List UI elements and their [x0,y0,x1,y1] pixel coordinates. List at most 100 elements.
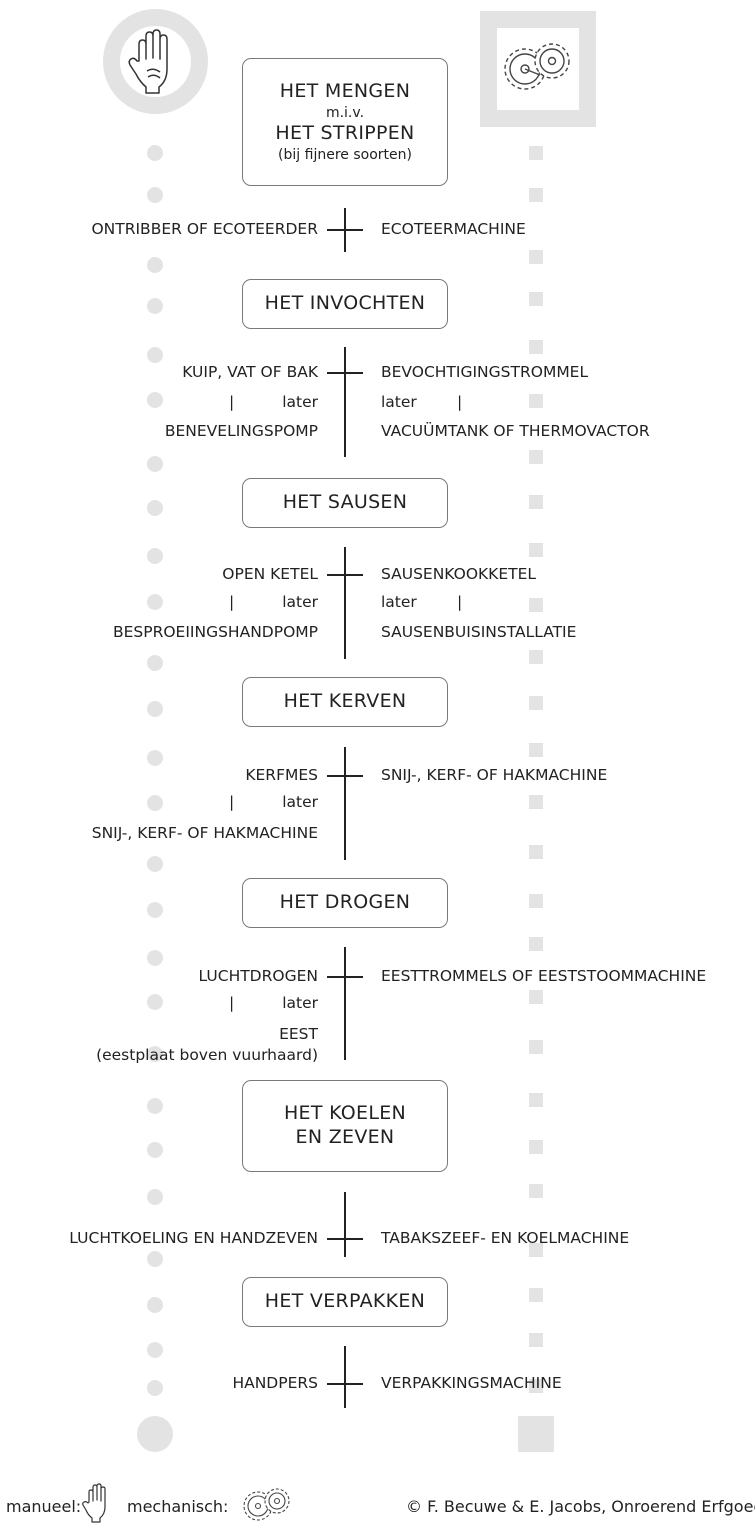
mechanical-column-square [529,845,543,859]
manual-tool-label-later: EEST [279,1025,318,1043]
later-mark: | [457,393,463,411]
stage-title: HET SAUSEN [282,491,408,514]
manual-column-dot [147,1142,163,1158]
stage-subtitle: (bij fijnere soorten) [278,146,412,163]
connector-line [344,347,346,457]
legend-mechanical-icon [238,1484,296,1524]
stage-title: EN ZEVEN [295,1126,395,1148]
legend-manual-label: manueel: [6,1497,82,1516]
later-label: later [282,994,318,1012]
manual-column-dot [147,456,163,472]
mechanical-tool-label-later: SAUSENBUISINSTALLATIE [381,623,577,641]
mechanical-column-square [529,650,543,664]
mechanical-tool-label: EESTTROMMELS OF EESTSTOOMMACHINE [381,967,707,985]
later-mark: | [229,593,235,611]
mechanical-tool-label: SNIJ-, KERF- OF HAKMACHINE [381,766,608,784]
manual-column-dot [147,187,163,203]
mechanical-column-square [529,1040,543,1054]
connector-line [344,1192,346,1257]
manual-column-dot [147,994,163,1010]
manual-column-end-circle [137,1416,173,1452]
stage-title: HET MENGEN [279,80,411,103]
stage-subtitle: m.i.v. [325,104,365,121]
stage-box-cooling: HET KOELEN EN ZEVEN [242,1080,448,1172]
connector-crossbar [327,1238,363,1240]
connector-crossbar [327,976,363,978]
manual-tool-label: ONTRIBBER OF ECOTEERDER [91,220,318,238]
manual-tool-label: LUCHTKOELING EN HANDZEVEN [69,1229,318,1247]
stage-title: HET STRIPPEN [275,122,415,144]
stage-box-packing: HET VERPAKKEN [242,1277,448,1327]
manual-tool-note: (eestplaat boven vuurhaard) [96,1046,318,1064]
mechanical-tool-label: ECOTEERMACHINE [381,220,526,238]
stage-title: HET VERPAKKEN [264,1290,426,1313]
mechanical-column-square [529,598,543,612]
later-label: later [381,393,417,411]
connector-line [344,947,346,1060]
later-mark: | [457,593,463,611]
manual-column-dot [147,392,163,408]
manual-tool-label: OPEN KETEL [222,565,318,583]
manual-column-dot [147,856,163,872]
connector-crossbar [327,229,363,231]
manual-column-dot [147,145,163,161]
connector-crossbar [327,574,363,576]
connector-crossbar [327,775,363,777]
mechanical-column-square [529,1379,543,1393]
later-mark: | [229,994,235,1012]
manual-tool-label-later: BESPROEIINGSHANDPOMP [112,623,318,641]
mechanical-column-square [529,990,543,1004]
manual-column-dot [147,1251,163,1267]
manual-column-dot [147,950,163,966]
mechanical-column-square [529,894,543,908]
mechanical-tool-label-later: VACUÜMTANK OF THERMOVACTOR [381,422,650,440]
mechanical-column-square [529,292,543,306]
connector-line [344,547,346,659]
manual-column-dot [147,750,163,766]
mechanical-column-square [529,250,543,264]
connector-crossbar [327,372,363,374]
manual-column-header [103,9,208,114]
manual-tool-label-later: BENEVELINGSPOMP [164,422,318,440]
mechanical-tool-label: TABAKSZEEF- EN KOELMACHINE [381,1229,630,1247]
later-label: later [282,393,318,411]
mechanical-column-square [529,743,543,757]
mechanical-column-square [529,1333,543,1347]
legend-manual-icon [80,1480,114,1524]
stage-box-cutting: HET KERVEN [242,677,448,727]
later-mark: | [229,793,235,811]
manual-column-dot [147,500,163,516]
connector-line [344,1346,346,1408]
gears-icon [243,1488,290,1521]
stage-title: HET DROGEN [279,891,411,914]
manual-column-dot [147,701,163,717]
stage-box-mixing: HET MENGEN m.i.v. HET STRIPPEN (bij fijn… [242,58,448,186]
manual-column-dot [147,257,163,273]
manual-column-dot [147,795,163,811]
later-label: later [381,593,417,611]
manual-column-dot [147,594,163,610]
mechanical-column-square [529,1184,543,1198]
mechanical-column-square [529,1243,543,1257]
manual-column-dot [147,298,163,314]
manual-column-dot [147,347,163,363]
mechanical-column-end-square [518,1416,554,1452]
manual-tool-label-later: SNIJ-, KERF- OF HAKMACHINE [91,824,318,842]
mechanical-tool-label: SAUSENKOOKKETEL [381,565,537,583]
manual-column-dot [147,1380,163,1396]
hand-icon [82,1483,106,1523]
manual-column-dot [147,1098,163,1114]
mechanical-column-square [529,696,543,710]
later-label: later [282,593,318,611]
legend-mechanical-label: mechanisch: [127,1497,229,1516]
stage-title: HET KOELEN [283,1102,407,1125]
stage-box-moistening: HET INVOCHTEN [242,279,448,329]
gears-icon [480,11,596,127]
mechanical-column-square [529,188,543,202]
mechanical-column-square [529,543,543,557]
mechanical-tool-label: VERPAKKINGSMACHINE [381,1374,562,1392]
connector-crossbar [327,1383,363,1385]
mechanical-column-square [529,394,543,408]
manual-tool-label: KERFMES [245,766,318,784]
